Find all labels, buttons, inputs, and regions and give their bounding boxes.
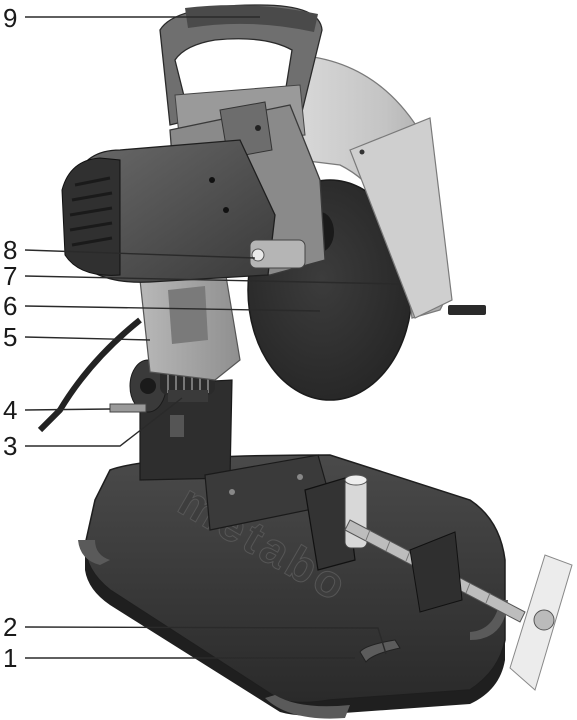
callout-labels: 9 8 7 6 5 4 3 2 1 <box>3 3 17 673</box>
callout-3: 3 <box>3 431 17 461</box>
blade-guard <box>294 54 486 319</box>
callout-4: 4 <box>3 395 17 425</box>
callout-2: 2 <box>3 612 17 642</box>
tool-arm <box>139 269 241 381</box>
motor-housing <box>61 139 276 283</box>
callout-7: 7 <box>3 261 17 291</box>
callout-5: 5 <box>3 322 17 352</box>
spindle-lock <box>249 239 306 269</box>
vice-assembly <box>304 474 573 691</box>
callout-1: 1 <box>3 643 17 673</box>
callout-9: 9 <box>3 3 17 33</box>
mains-cable <box>37 317 142 433</box>
leader-lines <box>24 16 401 659</box>
callout-6: 6 <box>3 291 17 321</box>
callout-8: 8 <box>3 235 17 265</box>
depth-stop <box>109 390 208 437</box>
